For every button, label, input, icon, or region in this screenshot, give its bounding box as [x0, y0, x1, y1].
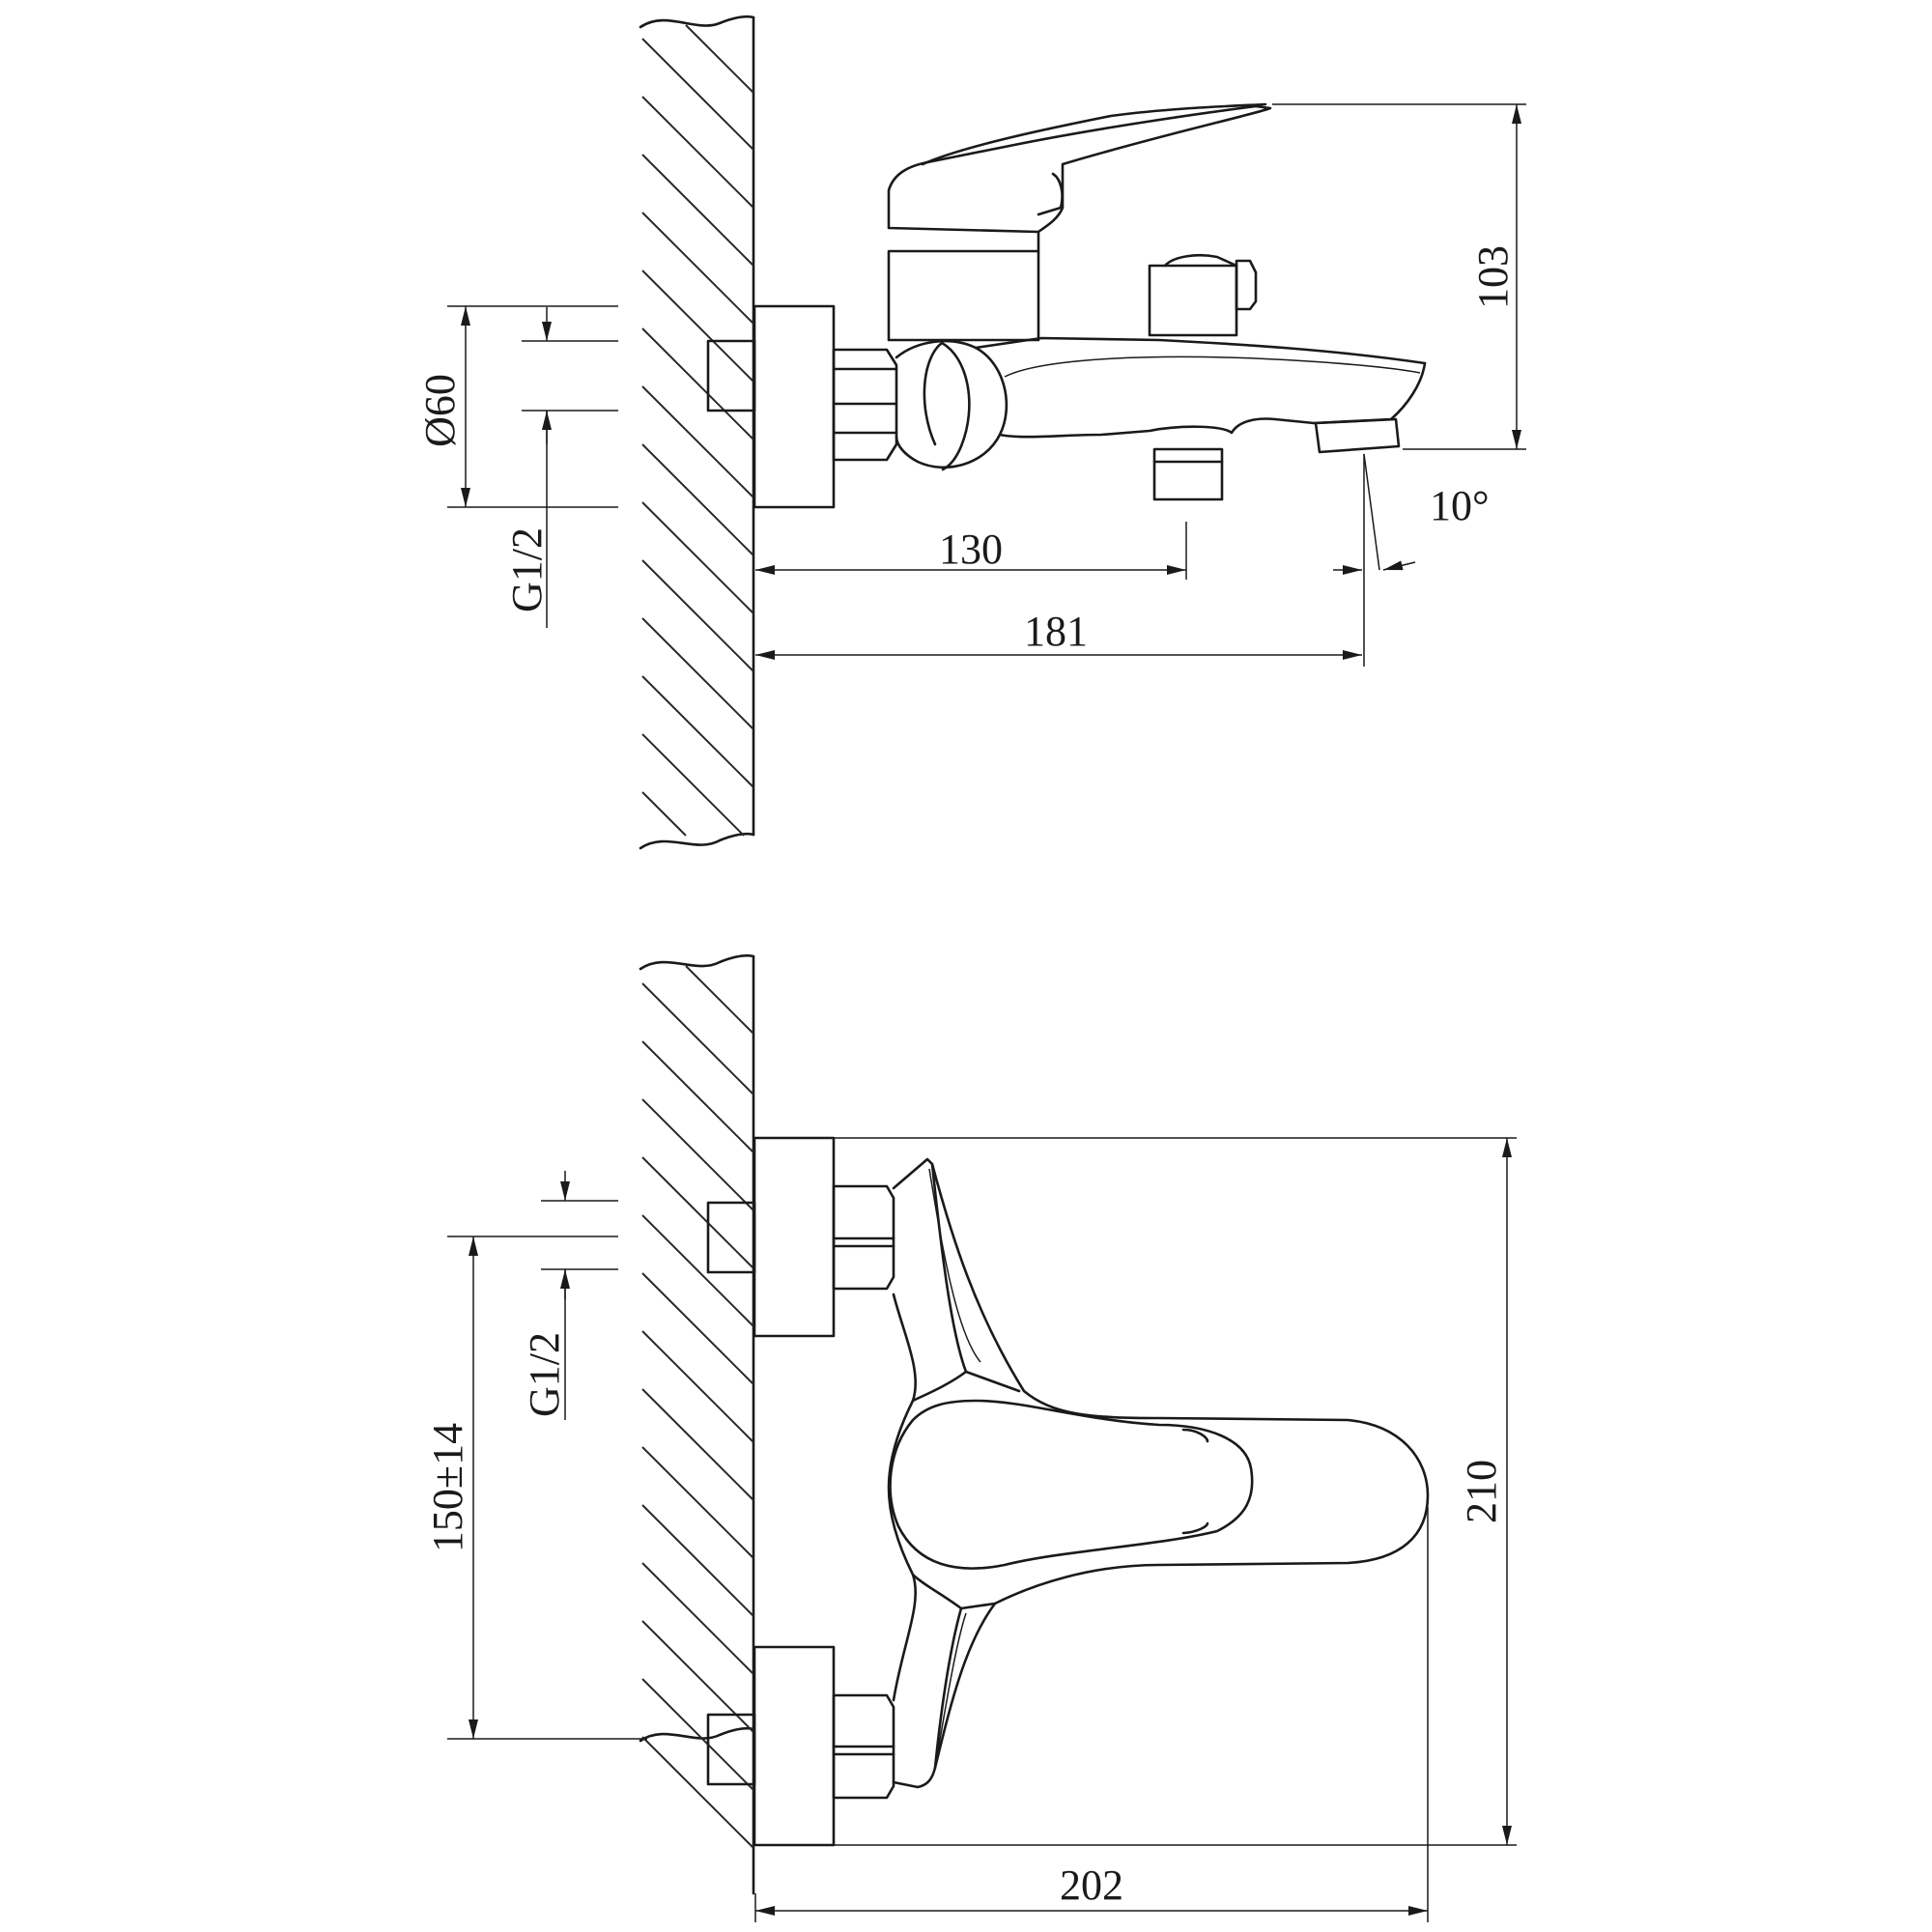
front-wall	[639, 953, 755, 1895]
diameter-label: Ø60	[416, 374, 464, 447]
side-faucet	[706, 102, 1427, 509]
side-wall	[639, 14, 755, 850]
height-210-label: 210	[1458, 1460, 1505, 1523]
side-view: Ø60 G1/2 103 10° 130 181	[416, 14, 1526, 850]
front-faucet	[706, 1136, 1430, 1847]
front-view: 210 150±14 G1/2 202	[424, 953, 1517, 1922]
side-dimension-lines	[447, 103, 1526, 667]
angle-label: 10°	[1430, 482, 1490, 529]
outlet-offset-label: 130	[939, 526, 1003, 573]
side-thread-label: G1/2	[503, 527, 551, 612]
side-dimension-labels: Ø60 G1/2 103 10° 130 181	[416, 245, 1517, 655]
spout-length-label: 181	[1024, 608, 1088, 655]
height-103-label: 103	[1469, 245, 1517, 309]
front-dimension-lines	[447, 1137, 1517, 1922]
centers-label: 150±14	[424, 1423, 471, 1552]
width-202-label: 202	[1060, 1861, 1123, 1909]
front-thread-label: G1/2	[521, 1332, 568, 1417]
front-dimension-labels: 210 150±14 G1/2 202	[424, 1332, 1505, 1909]
